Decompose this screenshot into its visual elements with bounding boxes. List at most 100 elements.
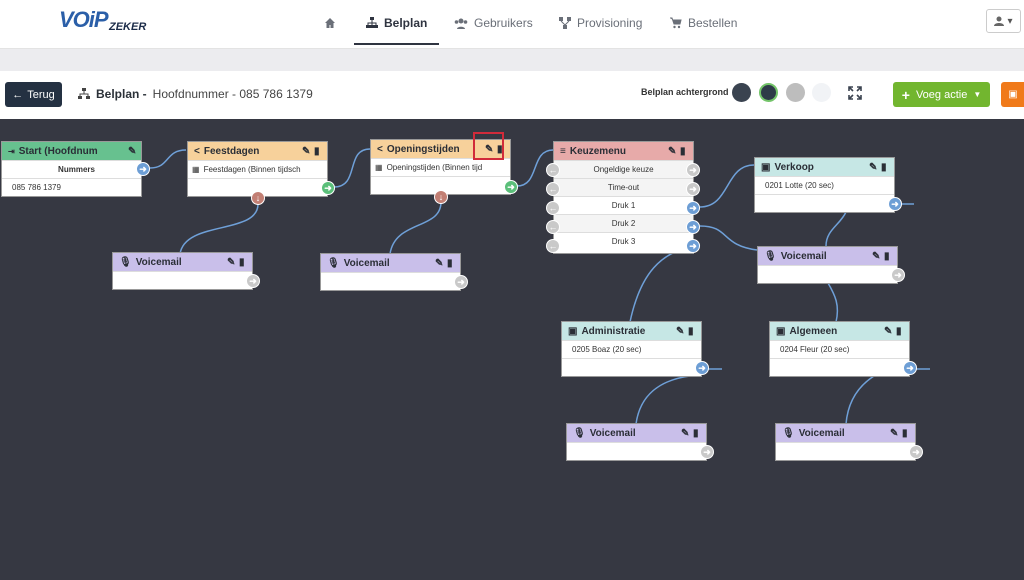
trash-icon[interactable]: ▮ <box>688 326 694 337</box>
output-port[interactable]: ➜ <box>700 445 714 459</box>
node-voicemail[interactable]: 🎙 Voicemail ✎▮ ➜ <box>757 246 905 284</box>
node-voicemail[interactable]: 🎙 Voicemail ✎▮ ➜ <box>566 423 714 461</box>
trash-icon[interactable]: ▮ <box>896 326 902 337</box>
output-port[interactable]: ➜ <box>246 274 260 288</box>
menu-option: Ongeldige keuze <box>554 160 693 178</box>
node-voicemail-empty-row <box>321 272 460 289</box>
fullscreen-icon[interactable] <box>848 86 862 100</box>
input-port[interactable]: ← <box>546 239 560 253</box>
home-icon <box>325 18 335 28</box>
trash-icon[interactable]: ▮ <box>902 428 908 439</box>
edit-icon[interactable]: ✎ <box>676 326 685 337</box>
edit-icon[interactable]: ✎ <box>302 146 311 157</box>
node-voicemail-title: Voicemail <box>343 257 390 269</box>
save-button[interactable]: ▣ <box>1001 82 1024 107</box>
arrow-left-icon: ← <box>12 88 24 101</box>
node-algemeen[interactable]: ▣ Algemeen ✎▮ 0204 Fleur (20 sec) ➜ <box>769 321 917 377</box>
edit-highlight-box <box>473 132 504 160</box>
nav-provisioning[interactable]: Provisioning <box>559 11 642 35</box>
output-port[interactable]: ➜ <box>504 180 518 194</box>
node-start[interactable]: ⇥ Start (Hoofdnum ✎ Nummers 085 786 1379… <box>1 141 150 197</box>
trash-icon[interactable]: ▮ <box>497 144 503 155</box>
node-verkoop[interactable]: ▣ Verkoop ✎▮ 0201 Lotte (20 sec) ➜ <box>754 157 902 213</box>
edit-icon[interactable]: ✎ <box>128 146 137 157</box>
edit-icon[interactable]: ✎ <box>869 162 878 173</box>
trash-icon[interactable]: ▮ <box>314 146 320 157</box>
trash-icon[interactable]: ▮ <box>693 428 699 439</box>
node-voicemail-header: 🎙 Voicemail ✎▮ <box>113 253 252 271</box>
output-port[interactable]: ➜ <box>909 445 923 459</box>
background-label: Belplan achtergrond <box>641 87 729 97</box>
users-icon <box>454 18 468 29</box>
save-icon: ▣ <box>1008 89 1018 100</box>
node-feestdagen[interactable]: < Feestdagen ✎▮ ▦Feestdagen (Binnen tijd… <box>187 141 335 205</box>
node-voicemail-title: Voicemail <box>780 250 827 262</box>
sitemap-icon <box>78 88 90 99</box>
output-port[interactable]: ➜ <box>903 361 917 375</box>
node-openingstijden-row: ▦Openingstijden (Binnen tijd <box>371 158 510 176</box>
edit-icon[interactable]: ✎ <box>872 251 881 262</box>
node-administratie-title: Administratie <box>581 325 646 337</box>
output-port[interactable]: ➜ <box>686 239 700 253</box>
node-voicemail-empty-row <box>776 442 915 459</box>
node-voicemail[interactable]: 🎙 Voicemail ✎▮ ➜ <box>320 253 468 291</box>
output-port[interactable]: ➜ <box>136 162 150 176</box>
bg-color-grey[interactable] <box>786 83 805 102</box>
output-port[interactable]: ➜ <box>686 182 700 196</box>
nav-gebruikers[interactable]: Gebruikers <box>454 11 533 35</box>
node-voicemail[interactable]: 🎙 Voicemail ✎▮ ➜ <box>775 423 923 461</box>
bg-color-dark[interactable] <box>732 83 751 102</box>
nav-belplan[interactable]: Belplan <box>353 11 440 45</box>
trash-icon[interactable]: ▮ <box>881 162 887 173</box>
output-port[interactable]: ➜ <box>888 197 902 211</box>
edit-icon[interactable]: ✎ <box>668 146 677 157</box>
output-port-down[interactable]: ↓ <box>434 190 448 204</box>
edit-icon[interactable]: ✎ <box>435 258 444 269</box>
sign-in-icon: ⇥ <box>8 146 15 156</box>
back-button[interactable]: ← Terug <box>5 82 62 107</box>
trash-icon[interactable]: ▮ <box>680 146 686 157</box>
page-subtitle: Hoofdnummer - 085 786 1379 <box>152 87 313 101</box>
nav-bestellen[interactable]: Bestellen <box>670 11 737 35</box>
node-keuzemenu[interactable]: ≡ Keuzemenu ✎▮ Ongeldige keuze Time-out … <box>546 141 700 254</box>
output-port[interactable]: ➜ <box>695 361 709 375</box>
node-openingstijden[interactable]: < Openingstijden ✎▮ ▦Openingstijden (Bin… <box>370 139 518 204</box>
trash-icon[interactable]: ▮ <box>884 251 890 262</box>
plus-icon: + <box>901 86 910 103</box>
node-feestdagen-header: < Feestdagen ✎▮ <box>188 142 327 160</box>
edit-icon[interactable]: ✎ <box>890 428 899 439</box>
bg-color-light[interactable] <box>812 83 831 102</box>
edit-icon[interactable]: ✎ <box>227 257 236 268</box>
node-administratie[interactable]: ▣ Administratie ✎▮ 0205 Boaz (20 sec) ➜ <box>561 321 709 377</box>
input-port[interactable]: ← <box>546 201 560 215</box>
output-port-down[interactable]: ↓ <box>251 191 265 205</box>
node-verkoop-title: Verkoop <box>774 161 814 173</box>
output-port[interactable]: ➜ <box>454 275 468 289</box>
edit-icon[interactable]: ✎ <box>485 144 494 155</box>
node-feestdagen-empty-row <box>188 178 327 195</box>
voipzeker-logo[interactable]: VOiP ZEKER <box>59 7 154 35</box>
input-port[interactable]: ← <box>546 220 560 234</box>
edit-icon[interactable]: ✎ <box>884 326 893 337</box>
bg-color-navy-selected[interactable] <box>759 83 778 102</box>
add-action-button[interactable]: + Voeg actie ▼ <box>893 82 990 107</box>
output-port[interactable]: ➜ <box>686 201 700 215</box>
input-port[interactable]: ← <box>546 182 560 196</box>
microphone-icon: 🎙 <box>119 256 132 268</box>
output-port[interactable]: ➜ <box>686 220 700 234</box>
cart-icon <box>670 17 682 29</box>
node-voicemail[interactable]: 🎙 Voicemail ✎▮ ➜ <box>112 252 260 290</box>
output-port[interactable]: ➜ <box>891 268 905 282</box>
microphone-icon: 🎙 <box>764 250 777 262</box>
node-keuzemenu-title: Keuzemenu <box>569 145 626 157</box>
output-port[interactable]: ➜ <box>686 163 700 177</box>
nav-home[interactable] <box>324 11 336 35</box>
input-port[interactable]: ← <box>546 163 560 177</box>
node-openingstijden-row-text: Openingstijden (Binnen tijd <box>386 163 483 172</box>
output-port[interactable]: ➜ <box>321 181 335 195</box>
trash-icon[interactable]: ▮ <box>447 258 453 269</box>
edit-icon[interactable]: ✎ <box>681 428 690 439</box>
edit-square-icon: ▣ <box>568 325 578 337</box>
user-menu-button[interactable]: ▾ <box>986 9 1021 33</box>
trash-icon[interactable]: ▮ <box>239 257 245 268</box>
